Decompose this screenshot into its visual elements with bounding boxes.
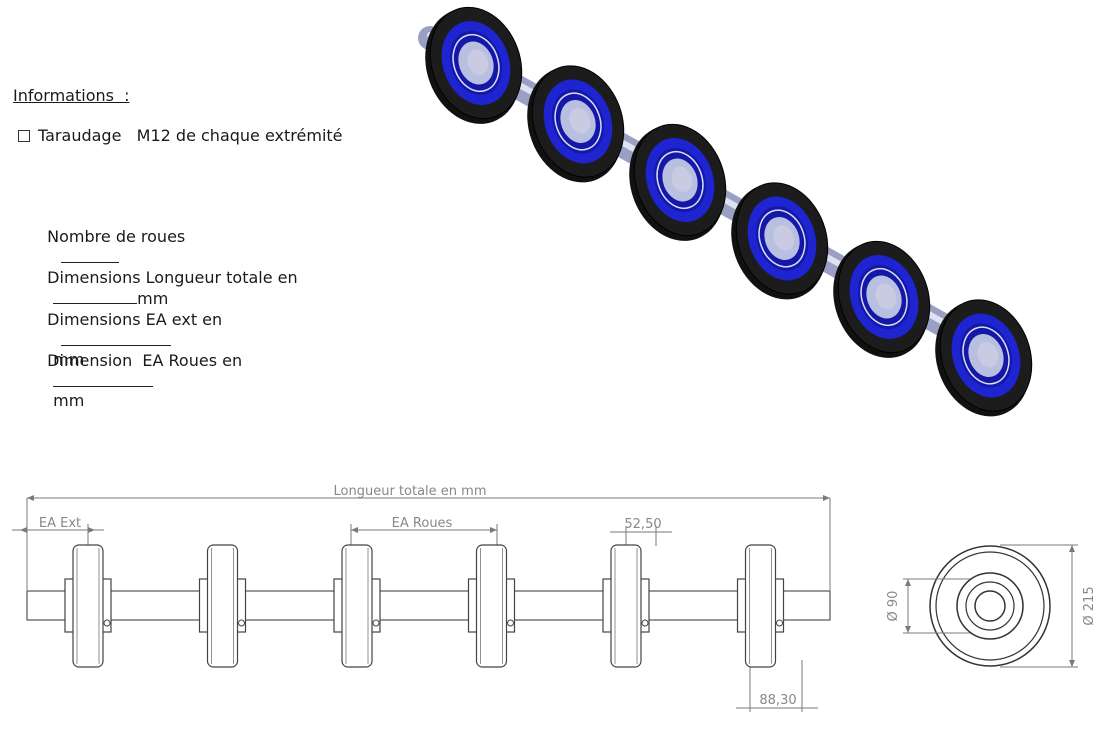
total-length-blank[interactable] [53,287,138,304]
wheel-3d [935,299,1033,417]
wheel-3d [425,6,523,124]
wheel-3d [833,240,931,358]
hub-diameter-caption: Ø 90 [886,591,901,622]
ea-ext-unit: mm [53,350,85,369]
wheel-3d [527,65,625,183]
wheel-width-caption: 52,50 [624,517,661,532]
hub-width-caption: 88,30 [759,693,796,708]
wheel-count-blank[interactable] [61,246,120,263]
wheel-side-view [602,544,650,668]
ea-wheels-unit: mm [53,391,85,410]
wheel-side-view [467,544,516,668]
wheel-3d [629,123,727,241]
tapping-option[interactable]: Taraudage M12 de chaque extrémité [18,126,343,145]
tapping-label: Taraudage M12 de chaque extrémité [38,126,343,145]
wheel-side-view [736,544,785,668]
ea-roues-caption: EA Roues [392,516,453,531]
total-length-unit: mm [137,289,169,308]
ea-wheels-row: Dimension EA Roues en mm [37,332,242,410]
axle-side-view [26,590,831,621]
ea-wheels-label: Dimension EA Roues en [47,351,243,370]
wheel-side-view [64,544,112,668]
total-length-caption: Longueur totale en mm [334,484,487,499]
information-heading: Informations : [13,86,130,105]
ea-ext-row: Dimensions EA ext en mm [37,291,222,369]
wheel-side-view [198,544,247,668]
total-length-label: Dimensions Longueur totale en [47,268,298,287]
wheel-count-row: Nombre de roues [37,208,185,267]
ea-ext-label: Dimensions EA ext en [47,310,223,329]
wheel-diameter-caption: Ø 215 [1082,586,1097,625]
tapping-checkbox[interactable] [18,129,30,142]
ea-ext-caption: EA Ext [39,516,81,531]
total-length-row: Dimensions Longueur totale en mm [37,249,298,308]
ea-wheels-blank[interactable] [53,370,154,387]
wheel-count-label: Nombre de roues [47,227,186,246]
front-view [929,545,1051,667]
ea-ext-blank[interactable] [61,329,172,346]
wheel-3d [731,182,829,300]
wheel-side-view [333,544,381,668]
